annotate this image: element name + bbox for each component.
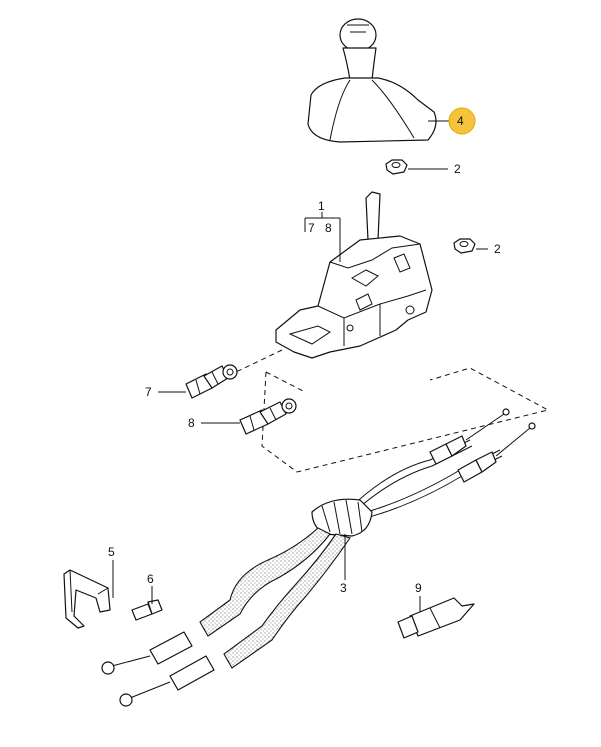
callout-tube[interactable]: 9: [415, 581, 422, 595]
callout-bracket[interactable]: 5: [108, 545, 115, 559]
callout-sub-7[interactable]: 7: [308, 221, 315, 235]
pin-8-part[interactable]: [239, 398, 297, 435]
callout-pin-8[interactable]: 8: [188, 416, 195, 430]
nut-right-part[interactable]: [453, 238, 476, 254]
grease-tube-part[interactable]: [397, 597, 475, 639]
callout-pin-7[interactable]: 7: [145, 385, 152, 399]
highlight-marker-icon: [448, 107, 476, 135]
shifter-assembly-part[interactable]: [275, 191, 433, 359]
nut-top-part[interactable]: [385, 159, 408, 175]
callout-assembly[interactable]: 1: [318, 199, 325, 213]
callout-nut-right[interactable]: 2: [494, 242, 501, 256]
callout-bolt[interactable]: 6: [147, 572, 154, 586]
shift-cable-part[interactable]: [101, 408, 536, 707]
callout-cable[interactable]: 3: [340, 581, 347, 595]
bracket-part[interactable]: [63, 569, 111, 629]
pin-7-part[interactable]: [185, 364, 238, 399]
callout-nut-top[interactable]: 2: [454, 162, 461, 176]
callout-boot[interactable]: 4: [457, 114, 464, 128]
callout-sub-8[interactable]: 8: [325, 221, 332, 235]
bolt-part[interactable]: [131, 599, 163, 621]
shift-boot-part[interactable]: [307, 18, 437, 143]
